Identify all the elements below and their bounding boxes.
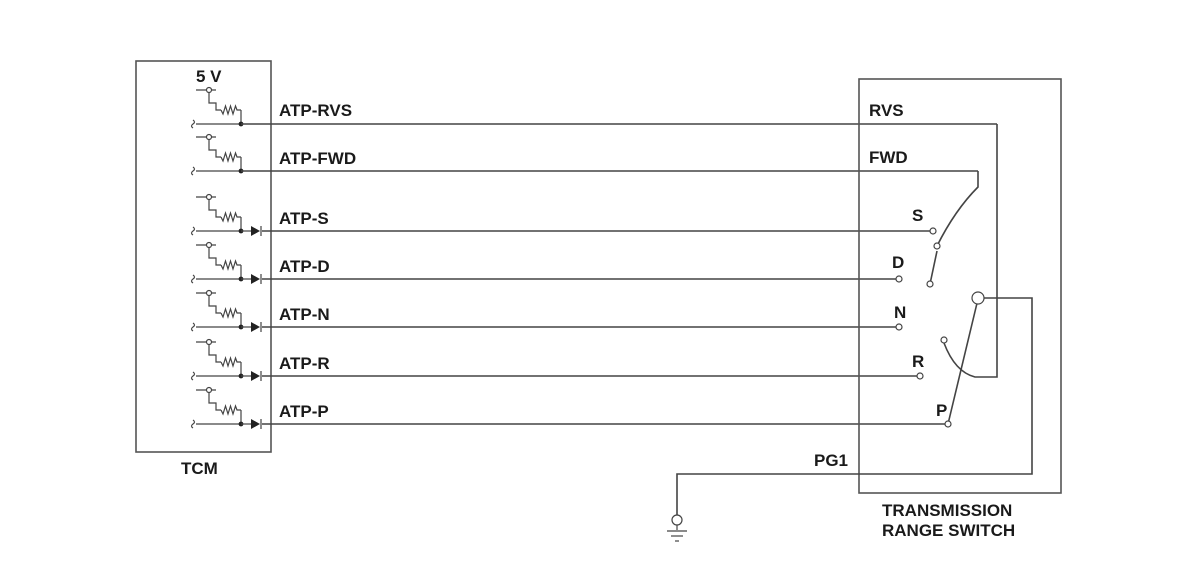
pullup-circuit bbox=[190, 241, 262, 284]
label-atp-s: ATP-S bbox=[279, 209, 329, 228]
tcm-supply-label: 5 V bbox=[196, 67, 222, 86]
position-d-label: D bbox=[892, 253, 904, 272]
label-atp-rvs: ATP-RVS bbox=[279, 101, 352, 120]
position-s-label: S bbox=[912, 206, 923, 225]
tcm-label: TCM bbox=[181, 459, 218, 478]
ground-icon bbox=[667, 514, 687, 542]
pullup-circuit bbox=[190, 289, 262, 332]
terminal-d bbox=[895, 275, 903, 283]
position-r-label: R bbox=[912, 352, 924, 371]
terminal-s bbox=[929, 227, 937, 235]
switch-internals bbox=[676, 124, 1033, 516]
pullup-circuit bbox=[190, 133, 244, 176]
pullup-circuit bbox=[190, 86, 244, 129]
label-atp-d: ATP-D bbox=[279, 257, 330, 276]
diode-icon bbox=[251, 322, 260, 332]
label-atp-r: ATP-R bbox=[279, 354, 330, 373]
range-switch-box bbox=[858, 78, 1062, 494]
terminal-p bbox=[944, 420, 952, 428]
signal-wires bbox=[241, 123, 997, 425]
pullup-circuit bbox=[190, 338, 262, 381]
ground-pg1-label: PG1 bbox=[814, 451, 848, 470]
label-atp-fwd: ATP-FWD bbox=[279, 149, 356, 168]
pullup-circuit bbox=[190, 386, 262, 429]
pullup-circuit bbox=[190, 193, 262, 236]
label-atp-p: ATP-P bbox=[279, 402, 329, 421]
diode-icon bbox=[251, 419, 260, 429]
label-atp-n: ATP-N bbox=[279, 305, 330, 324]
diode-icon bbox=[251, 371, 260, 381]
position-p-label: P bbox=[936, 401, 947, 420]
switch-fwd-label: FWD bbox=[869, 148, 908, 167]
terminal-r bbox=[916, 372, 924, 380]
terminal-n bbox=[895, 323, 903, 331]
diode-icon bbox=[251, 274, 260, 284]
switch-rvs-label: RVS bbox=[869, 101, 904, 120]
position-n-label: N bbox=[894, 303, 906, 322]
tcm-pullup-circuits bbox=[190, 86, 262, 429]
range-switch-label-line1: TRANSMISSION bbox=[882, 501, 1012, 520]
range-switch-label-line2: RANGE SWITCH bbox=[882, 521, 1015, 540]
diode-icon bbox=[251, 226, 260, 236]
tcm-box bbox=[135, 60, 272, 453]
